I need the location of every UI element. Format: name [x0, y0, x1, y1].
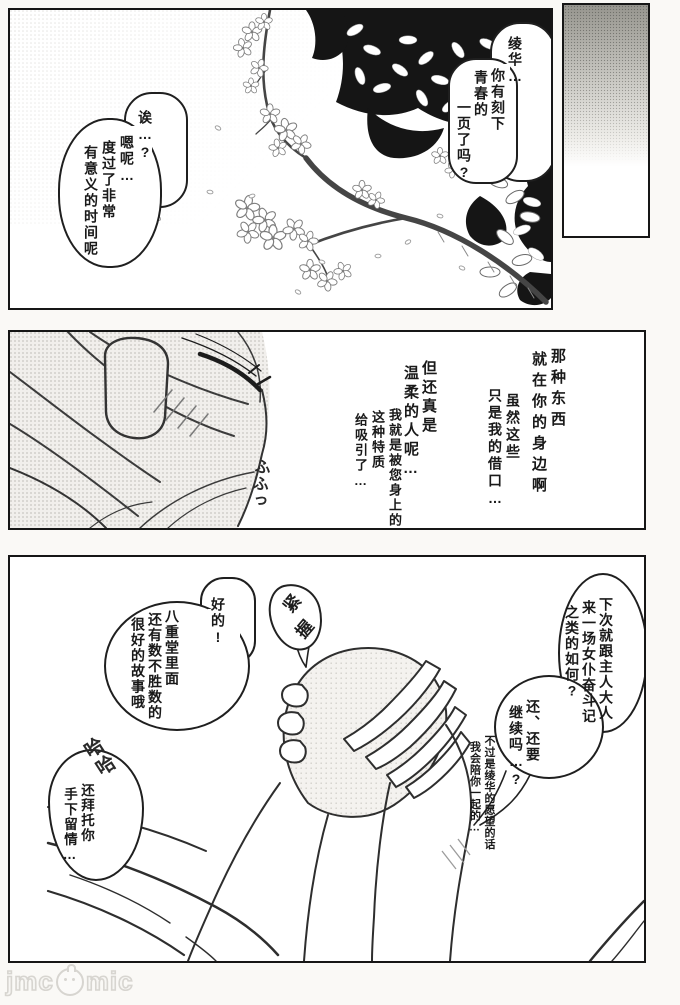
narration-text-1: 那种东西 就在你的身边啊 — [529, 348, 567, 498]
narration-text-3: 但还真是 温柔的人呢… — [401, 360, 437, 481]
text-col: 你有刻下 — [490, 68, 506, 132]
speech-text-right: 绫华… 你有刻下 青春的 一页了吗? — [455, 36, 523, 182]
text-col: 不过是绫华的愿望的话 — [483, 735, 495, 850]
face-outline — [10, 389, 268, 528]
text-col: 还、还要 — [525, 699, 541, 763]
panel-3: 紧 握 下次就跟主人大人 来一场女仆奋斗记 之类的如何? 还、还要 继续吗…? … — [8, 555, 646, 963]
mascot-eye-icon — [63, 977, 67, 981]
text-col: 很好的故事哦 — [130, 617, 146, 710]
face-closeup-art — [10, 332, 272, 528]
closed-eye — [181, 333, 272, 393]
speech-bubble-mercy — [48, 749, 144, 881]
text-col: 我会陪你一起的… — [468, 741, 481, 834]
text-col: 只是我的借口… — [487, 388, 503, 509]
text-col: 绫华… — [507, 36, 523, 86]
speech-text-maid: 下次就跟主人大人 来一场女仆奋斗记 之类的如何? — [563, 597, 614, 724]
text-col: 下次就跟主人大人 — [598, 597, 614, 721]
sfx-grip-char: 紧 — [279, 590, 306, 617]
speech-text-left: 诶…? 嗯呢… 度过了非常 有意义的时间呢 — [82, 110, 154, 257]
text-col: 嗯呢… — [119, 135, 135, 185]
blush-lines — [153, 389, 209, 437]
text-col: 还有数不胜数的 — [147, 612, 163, 721]
halftone-dots — [564, 5, 648, 236]
speech-text-ok: 好的! — [209, 597, 226, 647]
speech-text-stories: 八重堂里面 还有数不胜数的 很好的故事哦 — [129, 609, 180, 721]
text-col: 一页了吗? — [456, 100, 472, 182]
shading-hatches — [441, 838, 471, 870]
text-col: 好的! — [210, 597, 226, 647]
text-col: 但还真是 — [420, 360, 437, 436]
text-col: 有意义的时间呢 — [83, 145, 99, 257]
corner-sleeve — [588, 899, 644, 961]
bubble-merge-patch — [128, 126, 152, 196]
text-col: 度过了非常 — [101, 140, 117, 220]
text-col: 还拜托你 — [79, 783, 94, 843]
text-col: 来一场女仆奋斗记 — [581, 600, 597, 724]
text-col: 这种特质 — [370, 410, 385, 470]
text-col: 我就是被您身上的 — [387, 408, 402, 528]
watermark-mascot-icon — [55, 963, 84, 996]
float-text: 不过是绫华的愿望的话 我会陪你一起的… — [467, 735, 496, 850]
narration-text-2: 虽然这些 只是我的借口… — [486, 388, 522, 509]
mascot-eye-icon — [71, 977, 75, 981]
mascot-tuft-icon — [66, 963, 76, 972]
text-col: 那种东西 — [549, 348, 566, 432]
panel-2: 那种东西 就在你的身边啊 虽然这些 只是我的借口… 但还真是 温柔的人呢… 我就… — [8, 330, 646, 530]
watermark-text-left: jmc — [5, 965, 54, 997]
text-col: 就在你的身边啊 — [530, 351, 547, 498]
text-col: 继续吗…? — [508, 705, 524, 789]
ear-shape — [103, 336, 170, 440]
clasped-hands-art — [46, 640, 644, 961]
text-col: 虽然这些 — [505, 393, 521, 461]
watermark-text-right: mic — [85, 965, 134, 997]
bubble-merge-patch — [208, 609, 240, 653]
gradient-strip-panel — [562, 3, 650, 238]
sfx-grip-char: 握 — [292, 616, 318, 642]
watermark-jmcomic: jmc mic — [5, 963, 134, 997]
panel-1: 绫华… 你有刻下 青春的 一页了吗? 诶…? 嗯呢… 度过了非常 有意义的时间呢 — [8, 8, 553, 310]
speech-text-continue: 还、还要 继续吗…? — [507, 699, 541, 789]
speech-bubble-continue — [494, 675, 604, 779]
text-col: 诶…? — [137, 110, 153, 162]
text-col: 之类的如何? — [564, 605, 580, 700]
narration-text-4: 我就是被您身上的 这种特质 给吸引了… — [352, 408, 403, 528]
speech-text-mercy: 还拜托你 手下留情… — [61, 783, 95, 864]
wrists — [187, 724, 473, 961]
text-col: 青春的 — [473, 70, 489, 118]
text-col: 八重堂里面 — [164, 609, 180, 687]
text-col: 给吸引了… — [353, 413, 368, 490]
speech-bubble-stories — [104, 601, 250, 731]
text-col: 手下留情… — [62, 787, 77, 864]
bubble-merge-patch — [494, 64, 510, 172]
text-col: 温柔的人呢… — [402, 365, 419, 481]
interlocked-fingers — [277, 660, 471, 799]
